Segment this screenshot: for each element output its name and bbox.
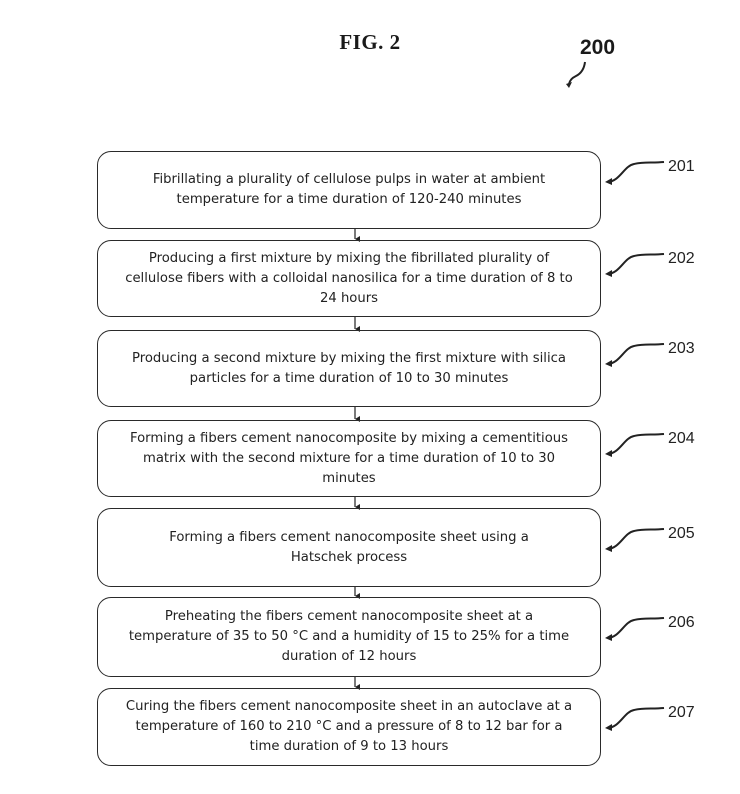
- figure-ref-leader-arrowhead: [566, 82, 572, 88]
- step-text: Producing a first mixture by mixing the …: [125, 250, 573, 306]
- ref-leader-arrowhead: [605, 724, 612, 731]
- ref-leader-squiggle: [607, 161, 665, 183]
- ref-leader-squiggle: [607, 343, 665, 365]
- step-ref-label-204: 204: [668, 430, 695, 447]
- step-text: Forming a fibers cement nanocomposite by…: [129, 430, 569, 486]
- step-ref-label-202: 202: [668, 250, 695, 267]
- figure-title: FIG. 2: [339, 30, 401, 54]
- step-box-205: Forming a fibers cement nanocomposite sh…: [97, 508, 601, 587]
- step-box-207: Curing the fibers cement nanocomposite s…: [97, 688, 601, 766]
- ref-leader-squiggle: [607, 253, 665, 275]
- step-box-201: Fibrillating a plurality of cellulose pu…: [97, 151, 601, 229]
- step-ref-label-207: 207: [668, 704, 695, 721]
- step-ref-label-205: 205: [668, 525, 695, 542]
- step-ref-label-201: 201: [668, 158, 695, 175]
- figure-ref-leader-squiggle: [568, 61, 586, 85]
- step-text: Curing the fibers cement nanocomposite s…: [125, 699, 573, 754]
- ref-leader-arrowhead: [605, 450, 612, 457]
- step-text: Fibrillating a plurality of cellulose pu…: [152, 172, 546, 207]
- step-text: Forming a fibers cement nanocomposite sh…: [169, 529, 529, 565]
- step-box-203: Producing a second mixture by mixing the…: [97, 330, 601, 407]
- step-box-202: Producing a first mixture by mixing the …: [97, 240, 601, 317]
- step-box-204: Forming a fibers cement nanocomposite by…: [97, 420, 601, 497]
- ref-leader-arrowhead: [605, 270, 612, 277]
- ref-leader-squiggle: [607, 433, 665, 455]
- ref-leader-squiggle: [607, 707, 665, 729]
- ref-leader-arrowhead: [605, 178, 612, 185]
- step-text: Preheating the fibers cement nanocomposi…: [128, 609, 570, 664]
- ref-leader-arrowhead: [605, 545, 612, 552]
- figure-reference-number: 200: [580, 36, 616, 59]
- step-text: Producing a second mixture by mixing the…: [132, 350, 566, 386]
- ref-leader-squiggle: [607, 528, 665, 550]
- step-ref-label-203: 203: [668, 340, 695, 357]
- ref-leader-arrowhead: [605, 360, 612, 367]
- ref-leader-arrowhead: [605, 634, 612, 641]
- step-ref-label-206: 206: [668, 614, 695, 631]
- step-box-206: Preheating the fibers cement nanocomposi…: [97, 597, 601, 677]
- ref-leader-squiggle: [607, 617, 665, 639]
